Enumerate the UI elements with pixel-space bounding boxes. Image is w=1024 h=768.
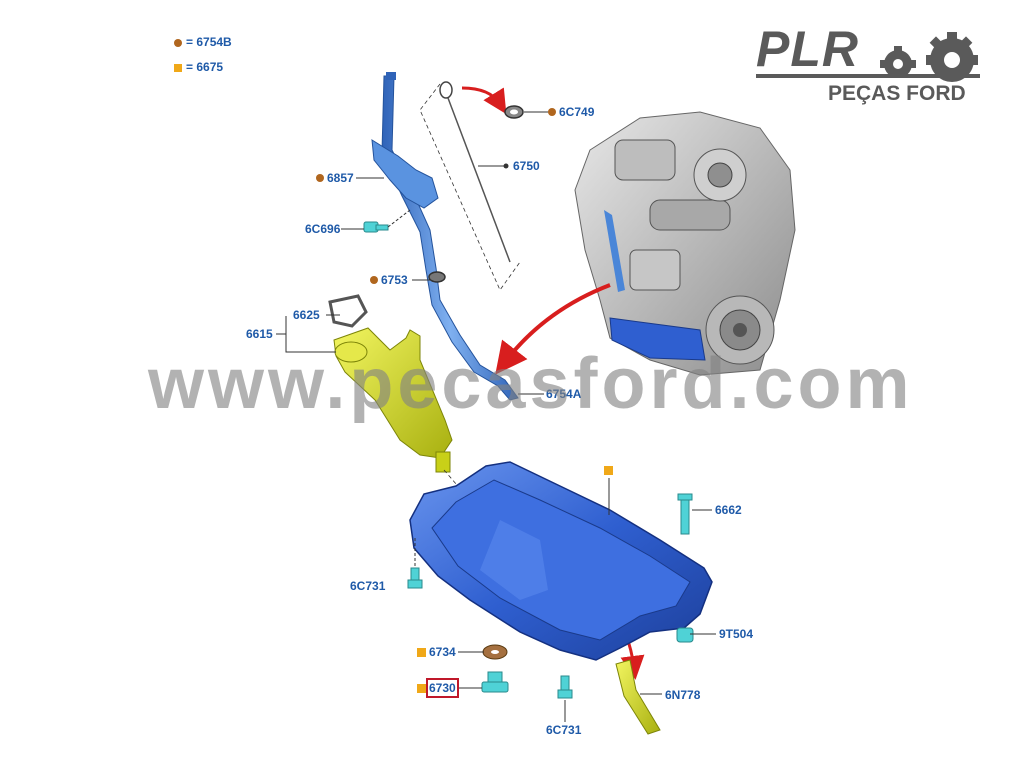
- logo-underline: [756, 74, 980, 78]
- label-6625: 6625: [293, 308, 320, 322]
- oil-pan: [409, 461, 713, 661]
- label-6C696: 6C696: [305, 222, 341, 236]
- label-6734: 6734: [429, 645, 456, 659]
- bolt-6C731-bottom: [557, 675, 573, 699]
- bolt-6C696: [363, 209, 411, 233]
- label-6N778: 6N778: [665, 688, 701, 702]
- label-6754A: 6754A: [546, 387, 582, 401]
- label-9T504: 9T504: [719, 627, 754, 641]
- label-6750: 6750: [513, 159, 540, 173]
- legend-round-text: = 6754B: [186, 35, 232, 49]
- leader-markers: [316, 108, 613, 693]
- arrow-to-6C749: [461, 86, 507, 115]
- arrow-from-engine: [495, 283, 611, 375]
- engine-assembly: [574, 111, 796, 376]
- gasket-6625: [328, 294, 368, 328]
- bolt-6662: [677, 493, 693, 535]
- leader-lines: [276, 111, 716, 722]
- watermark-text: www.pecasford.com: [148, 344, 914, 424]
- tube-bracket: [371, 139, 439, 209]
- label-6615: 6615: [246, 327, 273, 341]
- seal-6753: [428, 271, 446, 283]
- label-6C731-bottom: 6C731: [546, 723, 582, 737]
- square-marker-icon: [174, 63, 182, 72]
- label-6C731-left: 6C731: [350, 579, 386, 593]
- logo-sub: PEÇAS FORD: [828, 82, 966, 105]
- label-6730-highlighted: 6730: [426, 678, 459, 698]
- dipstick: [419, 81, 521, 291]
- logo-main: PLR: [756, 21, 859, 77]
- legend-square: = 6675: [174, 60, 223, 74]
- stud-9T504: [676, 627, 694, 643]
- pickup-6N778: [615, 659, 661, 735]
- drain-plug-6730: [481, 671, 509, 693]
- round-marker-icon: [174, 38, 182, 47]
- label-6857: 6857: [327, 171, 354, 185]
- label-6753: 6753: [381, 273, 408, 287]
- label-6C749: 6C749: [559, 105, 595, 119]
- gear-icon: [880, 32, 978, 82]
- label-6662: 6662: [715, 503, 742, 517]
- washer-6734: [482, 644, 508, 660]
- oil-pickup-tube: [333, 327, 453, 473]
- legend-round: = 6754B: [174, 35, 232, 49]
- bolt-6C731-left: [407, 538, 423, 589]
- legend-square-text: = 6675: [186, 60, 224, 74]
